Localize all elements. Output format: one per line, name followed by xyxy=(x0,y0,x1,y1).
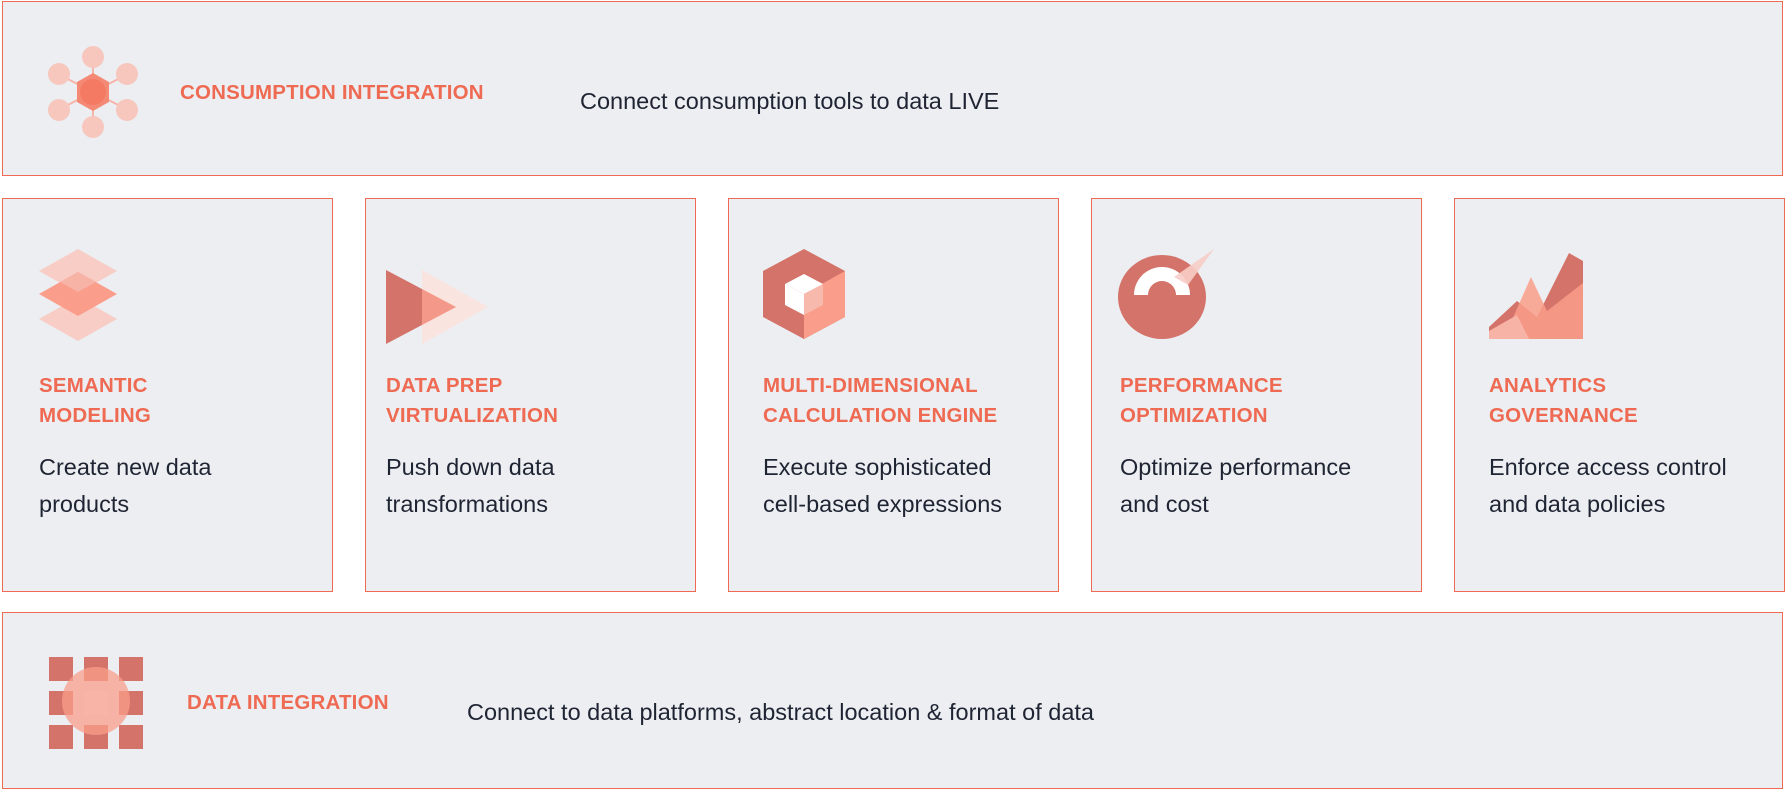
layers-icon xyxy=(37,249,119,346)
card-title: MULTI-DIMENSIONAL CALCULATION ENGINE xyxy=(763,374,998,427)
card-calculation-engine: MULTI-DIMENSIONAL CALCULATION ENGINE Exe… xyxy=(728,198,1059,592)
band-description: Connect consumption tools to data LIVE xyxy=(580,88,1000,114)
card-description: Push down data transformations xyxy=(386,454,555,517)
card-title: DATA PREP VIRTUALIZATION xyxy=(386,374,559,427)
data-integration-band: DATA INTEGRATION Connect to data platfor… xyxy=(2,612,1783,789)
card-description: Optimize performance and cost xyxy=(1120,454,1352,517)
area-chart-icon xyxy=(1489,249,1583,344)
gauge-icon xyxy=(1118,249,1214,346)
play-arrows-icon xyxy=(386,269,488,350)
card-description: Create new data products xyxy=(39,454,212,517)
card-performance-optimization: PERFORMANCE OPTIMIZATION Optimize perfor… xyxy=(1091,198,1422,592)
band-description: Connect to data platforms, abstract loca… xyxy=(467,699,1094,725)
card-data-prep-virtualization: DATA PREP VIRTUALIZATION Push down data … xyxy=(365,198,696,592)
consumption-integration-band: CONSUMPTION INTEGRATION Connect consumpt… xyxy=(2,1,1783,176)
card-title: ANALYTICS GOVERNANCE xyxy=(1489,374,1638,427)
card-analytics-governance: ANALYTICS GOVERNANCE Enforce access cont… xyxy=(1454,198,1785,592)
card-semantic-modeling: SEMANTIC MODELING Create new data produc… xyxy=(2,198,333,592)
card-description: Enforce access control and data policies xyxy=(1489,454,1727,517)
card-title: PERFORMANCE OPTIMIZATION xyxy=(1120,374,1283,427)
band-title: DATA INTEGRATION xyxy=(187,691,389,714)
card-description: Execute sophisticated cell-based express… xyxy=(763,454,1003,517)
cube-icon xyxy=(763,249,845,344)
band-title: CONSUMPTION INTEGRATION xyxy=(180,81,484,104)
grid-lens-icon xyxy=(49,657,143,754)
card-title: SEMANTIC MODELING xyxy=(39,374,152,427)
hub-network-icon xyxy=(47,46,139,143)
